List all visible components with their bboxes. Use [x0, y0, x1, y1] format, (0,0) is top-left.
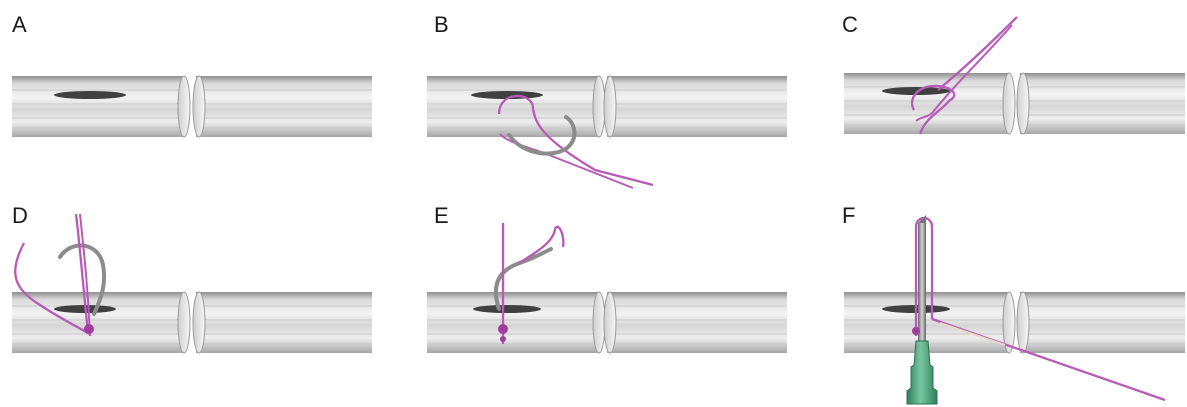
tendon-distal-stump: [604, 292, 787, 353]
tendon-incision: [54, 91, 126, 99]
tendon-distal-stump: [604, 76, 787, 137]
panel-d: D: [0, 203, 395, 406]
suture-thread-tail: [500, 134, 633, 188]
tendon-proximal-stump: [427, 76, 605, 137]
panel-b: B: [415, 0, 810, 203]
tendon-proximal-stump: [427, 292, 605, 353]
hypodermic-needle-shaft: [918, 223, 926, 341]
tendon-illustration-e: [415, 203, 810, 406]
tendon-proximal-stump: [844, 292, 1015, 353]
panel-c: C: [830, 0, 1187, 203]
suture-knot: [498, 324, 508, 334]
tendon-distal-stump: [193, 292, 372, 353]
suture-knot-lower: [500, 336, 506, 342]
tendon-illustration-c: [830, 0, 1187, 203]
panel-a: A: [0, 0, 395, 203]
tendon-illustration-f: [830, 203, 1187, 406]
tendon-illustration-d: [0, 203, 395, 406]
suture-knot: [84, 324, 94, 334]
tendon-incision: [473, 305, 541, 313]
tendon-illustration-b: [415, 0, 810, 203]
tendon-illustration-a: [0, 0, 395, 203]
suture-knot: [912, 327, 920, 335]
tendon-proximal-stump: [12, 76, 190, 137]
tendon-distal-stump: [1017, 73, 1185, 134]
suture-thread-curl: [519, 227, 563, 263]
tendon-distal-stump: [1017, 292, 1185, 353]
panel-f: F: [830, 203, 1187, 406]
tendon-distal-stump: [193, 76, 372, 137]
tendon-proximal-stump: [844, 73, 1015, 134]
panel-e: E: [415, 203, 810, 406]
